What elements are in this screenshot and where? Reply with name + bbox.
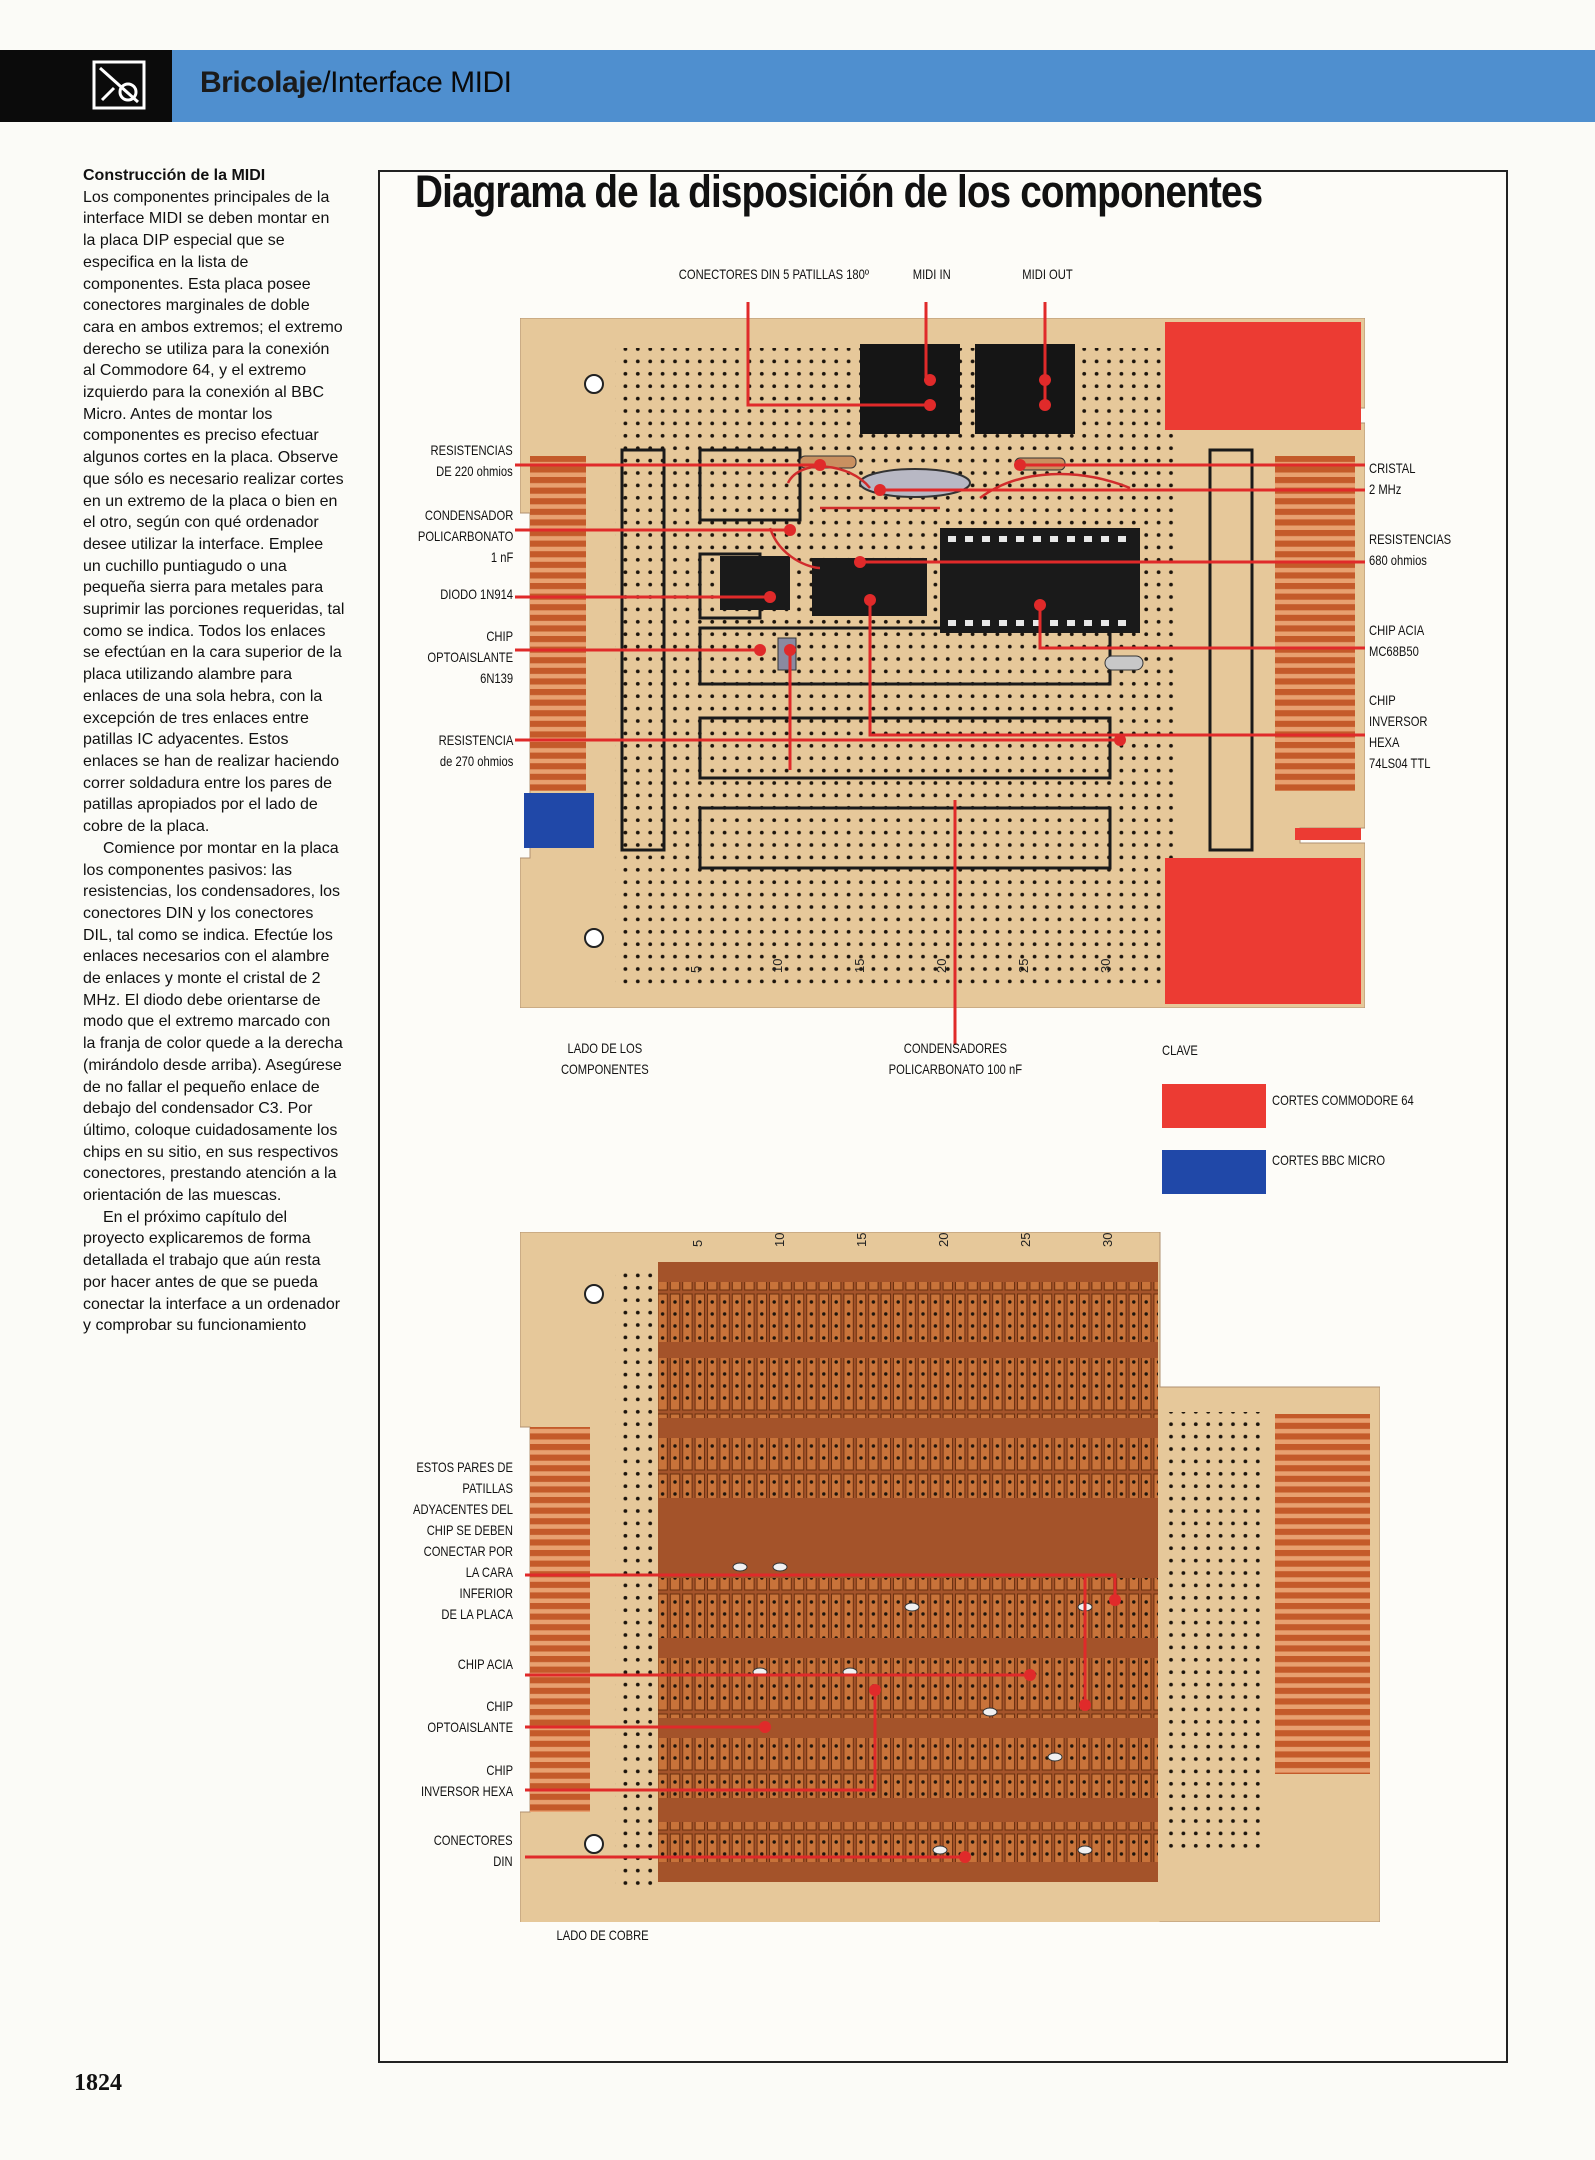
label-copper-acia: CHIP ACIA [457, 1656, 513, 1672]
column-number: 25 [1018, 1233, 1033, 1247]
legend-c64-swatch [1162, 1084, 1266, 1128]
page-header: Bricolaje/Interface MIDI [0, 50, 1595, 122]
column-number: 30 [1100, 1233, 1115, 1247]
hole-grid [615, 1272, 657, 1892]
article-paragraph-2: Comience por montar en la placa los comp… [83, 839, 343, 1205]
column-number: 20 [934, 959, 949, 973]
opto-chip [720, 556, 790, 610]
hexa-inverter-chip [812, 558, 927, 616]
legend-c64-label: CORTES COMMODORE 64 [1272, 1092, 1414, 1108]
bbc-cut [524, 793, 594, 848]
column-number: 20 [936, 1233, 951, 1247]
legend-bbc-swatch [1162, 1150, 1266, 1194]
article-paragraph-3: En el próximo capítulo del proyecto expl… [83, 1208, 341, 1335]
c64-cut-top [1165, 322, 1361, 430]
left-edge-connector [530, 1427, 590, 1812]
resistor [1014, 457, 1066, 471]
right-edge-connector [1275, 456, 1355, 791]
diode [777, 637, 797, 671]
tools-icon [92, 60, 146, 110]
column-number: 15 [854, 1233, 869, 1247]
mounting-hole [584, 374, 604, 394]
c64-cut-strip [1295, 828, 1361, 840]
section-name: Bricolaje [200, 66, 323, 99]
diagram-title: Diagrama de la disposición de los compon… [415, 166, 1263, 217]
column-numbers: 5 10 15 20 25 30 [688, 959, 1113, 973]
label-midi-out: MIDI OUT [1022, 266, 1073, 282]
column-number: 5 [690, 1240, 705, 1247]
column-number: 10 [770, 959, 785, 973]
label-midi-in: MIDI IN [912, 266, 951, 282]
page-number: 1824 [74, 2070, 122, 2096]
label-din-connectors: CONECTORES DIN 5 PATILLAS 180º [678, 266, 869, 282]
section-logo [0, 50, 172, 122]
mounting-hole [584, 928, 604, 948]
article-heading: Construcción de la MIDI [83, 167, 266, 184]
column-number: 10 [772, 1233, 787, 1247]
din-connector-midi-in [860, 344, 960, 434]
column-number: 30 [1098, 959, 1113, 973]
right-edge-connector [1275, 1414, 1370, 1774]
din-connector-midi-out [975, 344, 1075, 434]
acia-chip [940, 528, 1140, 633]
column-number: 5 [688, 966, 703, 973]
section-subtitle: /Interface MIDI [322, 66, 512, 99]
crystal-2mhz [859, 468, 971, 498]
legend-bbc-label: CORTES BBC MICRO [1272, 1152, 1386, 1168]
mounting-hole [584, 1284, 604, 1304]
left-edge-connector [530, 456, 586, 791]
mounting-hole [584, 1834, 604, 1854]
column-number: 15 [852, 959, 867, 973]
copper-side-board: 5 10 15 20 25 30 [520, 1232, 1380, 1922]
component-side-board: 5 10 15 20 25 30 [520, 318, 1365, 1008]
hole-grid [1165, 1412, 1265, 1852]
label-key: CLAVE [1162, 1042, 1198, 1058]
article-column: Construcción de la MIDI Los componentes … [83, 165, 345, 1337]
c64-cut-bottom [1165, 858, 1361, 1004]
article-paragraph-1: Los componentes principales de la interf… [83, 188, 345, 836]
section-title: Bricolaje/Interface MIDI [200, 66, 512, 100]
label-diode: DIODO 1N914 [440, 586, 513, 602]
label-copper-side: LADO DE COBRE [556, 1927, 649, 1943]
capacitor [1104, 655, 1144, 671]
column-number: 25 [1016, 959, 1031, 973]
